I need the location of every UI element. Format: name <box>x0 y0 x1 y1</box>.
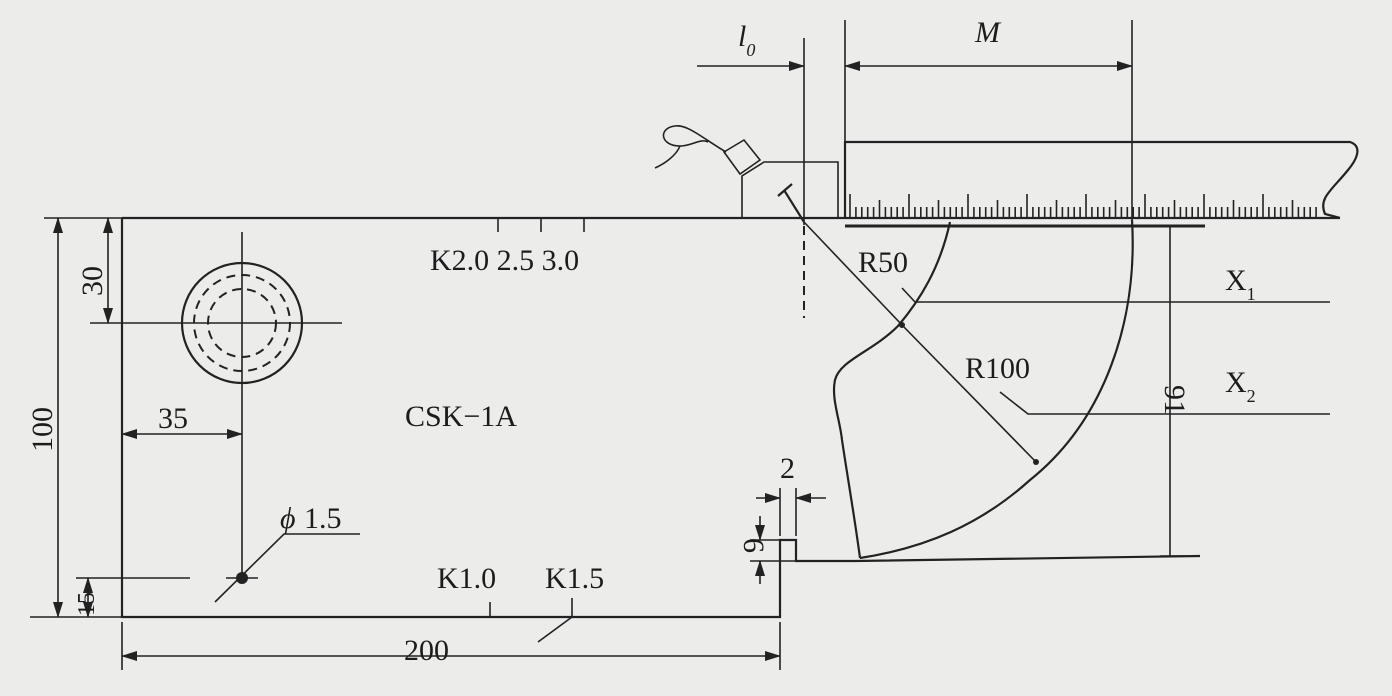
sound-beam <box>777 183 1039 465</box>
dimension-l0-m: l0 M <box>697 16 1133 225</box>
label-x2: X2 <box>1225 366 1256 406</box>
slot-dimensions: 2 6 <box>737 452 826 584</box>
circular-hole <box>90 232 342 578</box>
ruler-ticks <box>849 194 1317 218</box>
label-k10: K1.0 <box>437 562 496 595</box>
label-35: 35 <box>158 402 188 435</box>
label-15: 15 <box>74 592 100 616</box>
label-91: 91 <box>1158 385 1191 415</box>
label-r50: R50 <box>858 246 908 279</box>
label-30: 30 <box>76 266 109 296</box>
label-m: M <box>974 16 1002 49</box>
block-name: CSK−1A <box>405 400 517 433</box>
left-dimensions: 100 30 35 15 200 <box>26 217 781 670</box>
label-r100: R100 <box>965 352 1030 385</box>
small-hole: ϕ 1.5 <box>214 502 360 603</box>
label-k15: K1.5 <box>545 562 604 595</box>
k-markings: K2.0 2.5 3.0 K1.0 K1.5 <box>430 218 604 643</box>
scale-ruler <box>843 140 1359 228</box>
label-2: 2 <box>780 452 795 485</box>
label-100: 100 <box>26 407 59 452</box>
label-phi-value: 1.5 <box>304 502 342 535</box>
label-x1: X1 <box>1225 264 1256 304</box>
reflector-arcs: R50 R100 X1 X2 <box>832 219 1330 560</box>
label-6: 6 <box>737 538 770 553</box>
block-outline <box>120 216 1340 619</box>
probe <box>654 125 839 218</box>
dimension-91: 91 <box>1158 226 1191 557</box>
label-200: 200 <box>404 634 449 667</box>
label-l0: l0 <box>738 20 755 60</box>
label-k-top: K2.0 2.5 3.0 <box>430 244 579 277</box>
label-phi: ϕ <box>280 502 296 535</box>
